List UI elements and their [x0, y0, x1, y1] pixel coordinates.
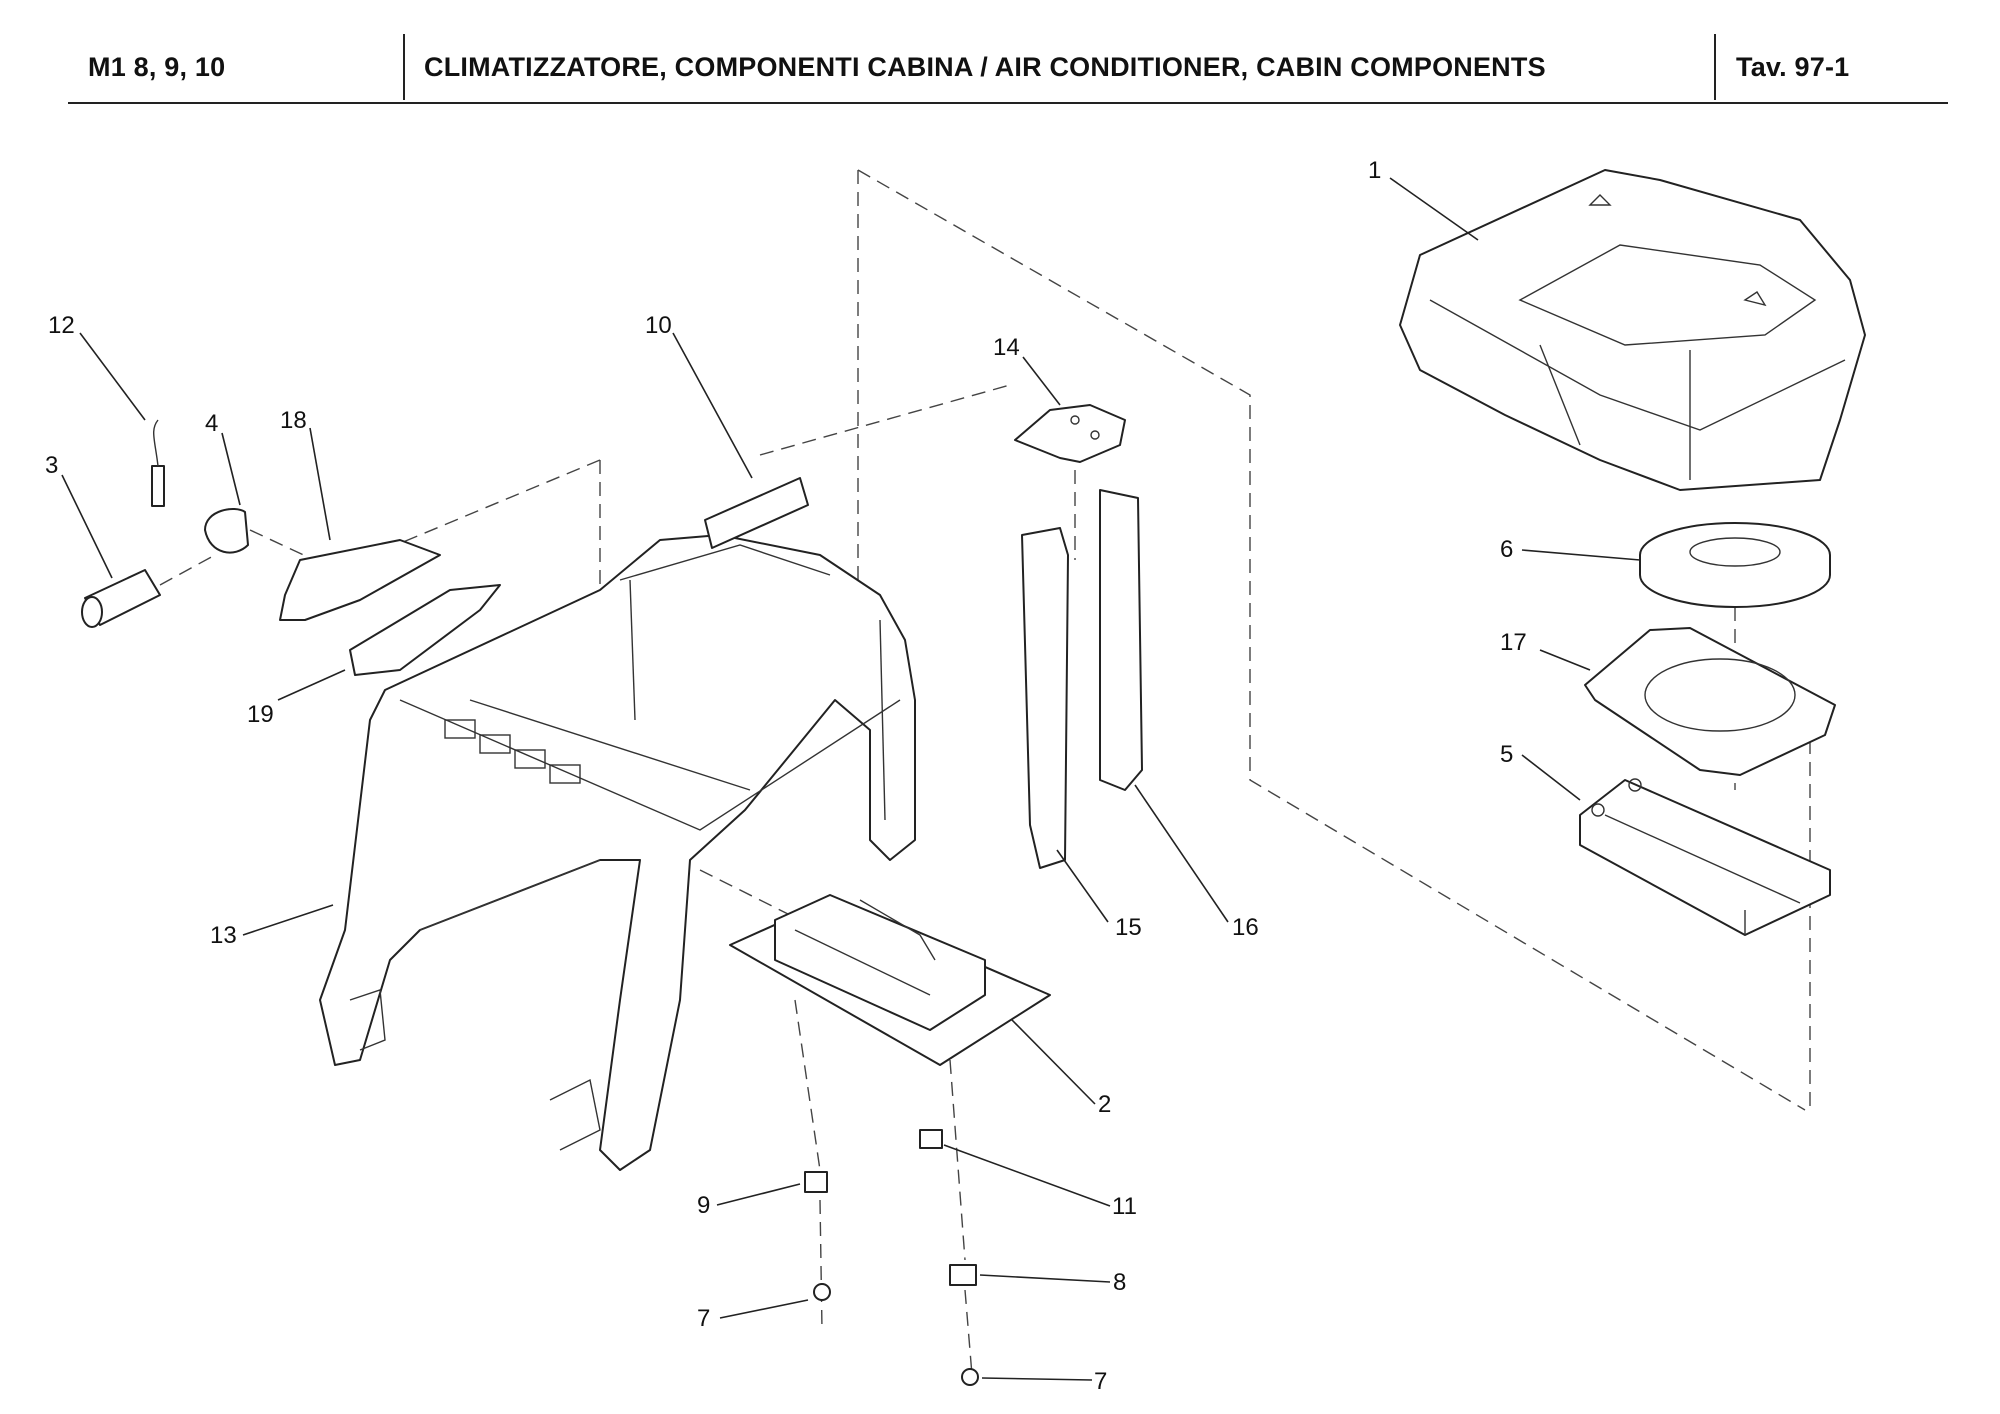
air-duct-left-part [1021, 527, 1069, 869]
air-duct-right-part [1099, 489, 1143, 791]
title-divider-left [403, 34, 405, 100]
clamp-part [204, 508, 249, 554]
callout-8: 8 [1113, 1269, 1126, 1296]
evaporator-unit-part [729, 894, 1051, 1066]
callout-10: 10 [645, 312, 672, 339]
callout-1: 1 [1368, 157, 1381, 184]
callout-14: 14 [993, 334, 1020, 361]
callout-15: 15 [1115, 914, 1142, 941]
fitting-parts [804, 1129, 979, 1386]
title-block: M1 8, 9, 10 CLIMATIZZATORE, COMPONENTI C… [68, 34, 1948, 104]
callout-3: 3 [45, 452, 58, 479]
duct-cover-part [279, 539, 441, 621]
roof-cover-part [1399, 169, 1866, 491]
condenser-part [1579, 778, 1831, 936]
callout-6: 6 [1500, 536, 1513, 563]
callout-17: 17 [1500, 629, 1527, 656]
filter-drier-part [81, 569, 161, 628]
callout-4: 4 [205, 410, 218, 437]
drawing-title: CLIMATIZZATORE, COMPONENTI CABINA / AIR … [424, 51, 1546, 82]
table-number: Tav. 97-1 [1736, 51, 1850, 82]
callout-7-lower: 7 [1094, 1368, 1107, 1395]
callout-5: 5 [1500, 741, 1513, 768]
callout-18: 18 [280, 407, 307, 434]
side-panel-part [349, 584, 501, 676]
cab-frame-part [319, 534, 916, 1171]
blower-fan-part [1639, 522, 1831, 608]
callout-12: 12 [48, 312, 75, 339]
callout-7-upper: 7 [697, 1305, 710, 1332]
top-bracket-part [1014, 404, 1126, 463]
model-label: M1 8, 9, 10 [88, 51, 226, 82]
gasket-strip-part [704, 477, 809, 549]
assembly-guide-lines [159, 169, 1811, 1376]
callout-19: 19 [247, 701, 274, 728]
callout-leaders [61, 177, 1641, 1381]
callout-13: 13 [210, 922, 237, 949]
callout-9: 9 [697, 1192, 710, 1219]
mounting-plate-part [1584, 627, 1836, 776]
callout-2: 2 [1098, 1091, 1111, 1118]
callout-16: 16 [1232, 914, 1259, 941]
callout-labels: 1 2 3 4 5 6 7 7 8 9 10 11 12 13 14 15 16… [45, 157, 1527, 1395]
callout-11: 11 [1112, 1193, 1137, 1220]
temperature-sensor-part [151, 419, 165, 507]
title-divider-right [1714, 34, 1716, 100]
